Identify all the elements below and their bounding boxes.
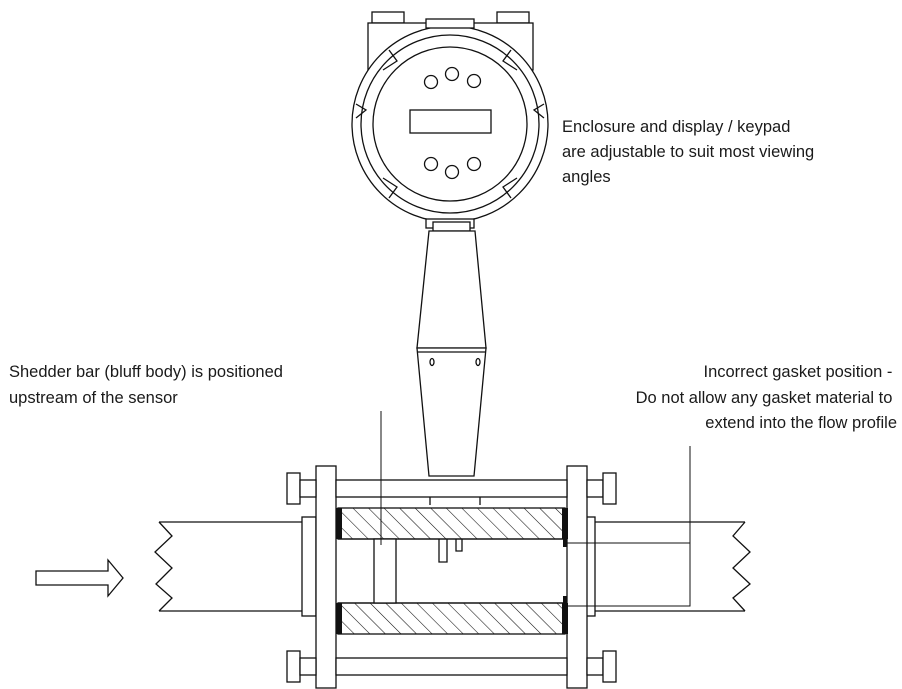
flange-bolts-bottom [286, 650, 617, 683]
flow-direction-arrow [35, 558, 124, 598]
upstream-pipe [154, 516, 317, 617]
flange-bolts-top [286, 472, 617, 505]
gaskets [336, 508, 568, 634]
upstream-flange [315, 465, 337, 689]
keypad-buttons-top [423, 66, 482, 90]
gasket-leader-line [566, 446, 691, 607]
sensor-probe [438, 539, 463, 563]
shedder-bar-label: Shedder bar (bluff body) is positioned u… [9, 363, 288, 407]
downstream-pipe [580, 516, 751, 617]
shedder-bar [373, 538, 397, 604]
enclosure-label: Enclosure and display / keypad are adjus… [562, 118, 819, 186]
meter-body-section [337, 507, 566, 635]
keypad-buttons-bottom [423, 156, 482, 180]
transmitter-enclosure [351, 11, 549, 229]
meter-stem [416, 221, 487, 505]
gasket-warning-label: Incorrect gasket position - Do not allow… [636, 363, 897, 432]
downstream-flange [566, 465, 588, 689]
display-window [409, 109, 492, 134]
